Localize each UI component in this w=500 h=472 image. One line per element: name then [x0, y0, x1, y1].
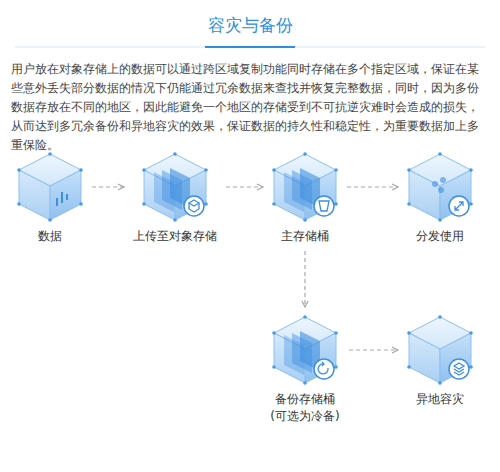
- storage-node: 分发使用: [404, 150, 476, 245]
- flow-arrow: [92, 186, 124, 187]
- node-label: 数据: [14, 228, 86, 245]
- description-text: 用户放在对象存储上的数据可以通过跨区域复制功能同时存储在多个指定区域，保证在某些…: [11, 60, 489, 155]
- node-label: 上传至对象存储: [130, 228, 220, 245]
- flow-arrow: [226, 186, 263, 187]
- flow-arrow: [347, 186, 398, 187]
- flow-arrow: [349, 349, 398, 350]
- storage-node: 备份存储桶(可选为冷备): [267, 313, 343, 425]
- node-label: 异地容灾: [404, 391, 476, 408]
- node-label: 主存储桶: [269, 228, 341, 245]
- flow-arrow: [304, 251, 305, 307]
- storage-node: 上传至对象存储: [130, 150, 220, 245]
- storage-node: 数据: [14, 150, 86, 245]
- diagram-title: 容灾与备份: [0, 14, 500, 37]
- node-label: (可选为冷备): [267, 408, 343, 425]
- storage-node: 异地容灾: [404, 313, 476, 408]
- node-label: 分发使用: [404, 228, 476, 245]
- node-label: 备份存储桶: [267, 391, 343, 408]
- storage-node: 主存储桶: [269, 150, 341, 245]
